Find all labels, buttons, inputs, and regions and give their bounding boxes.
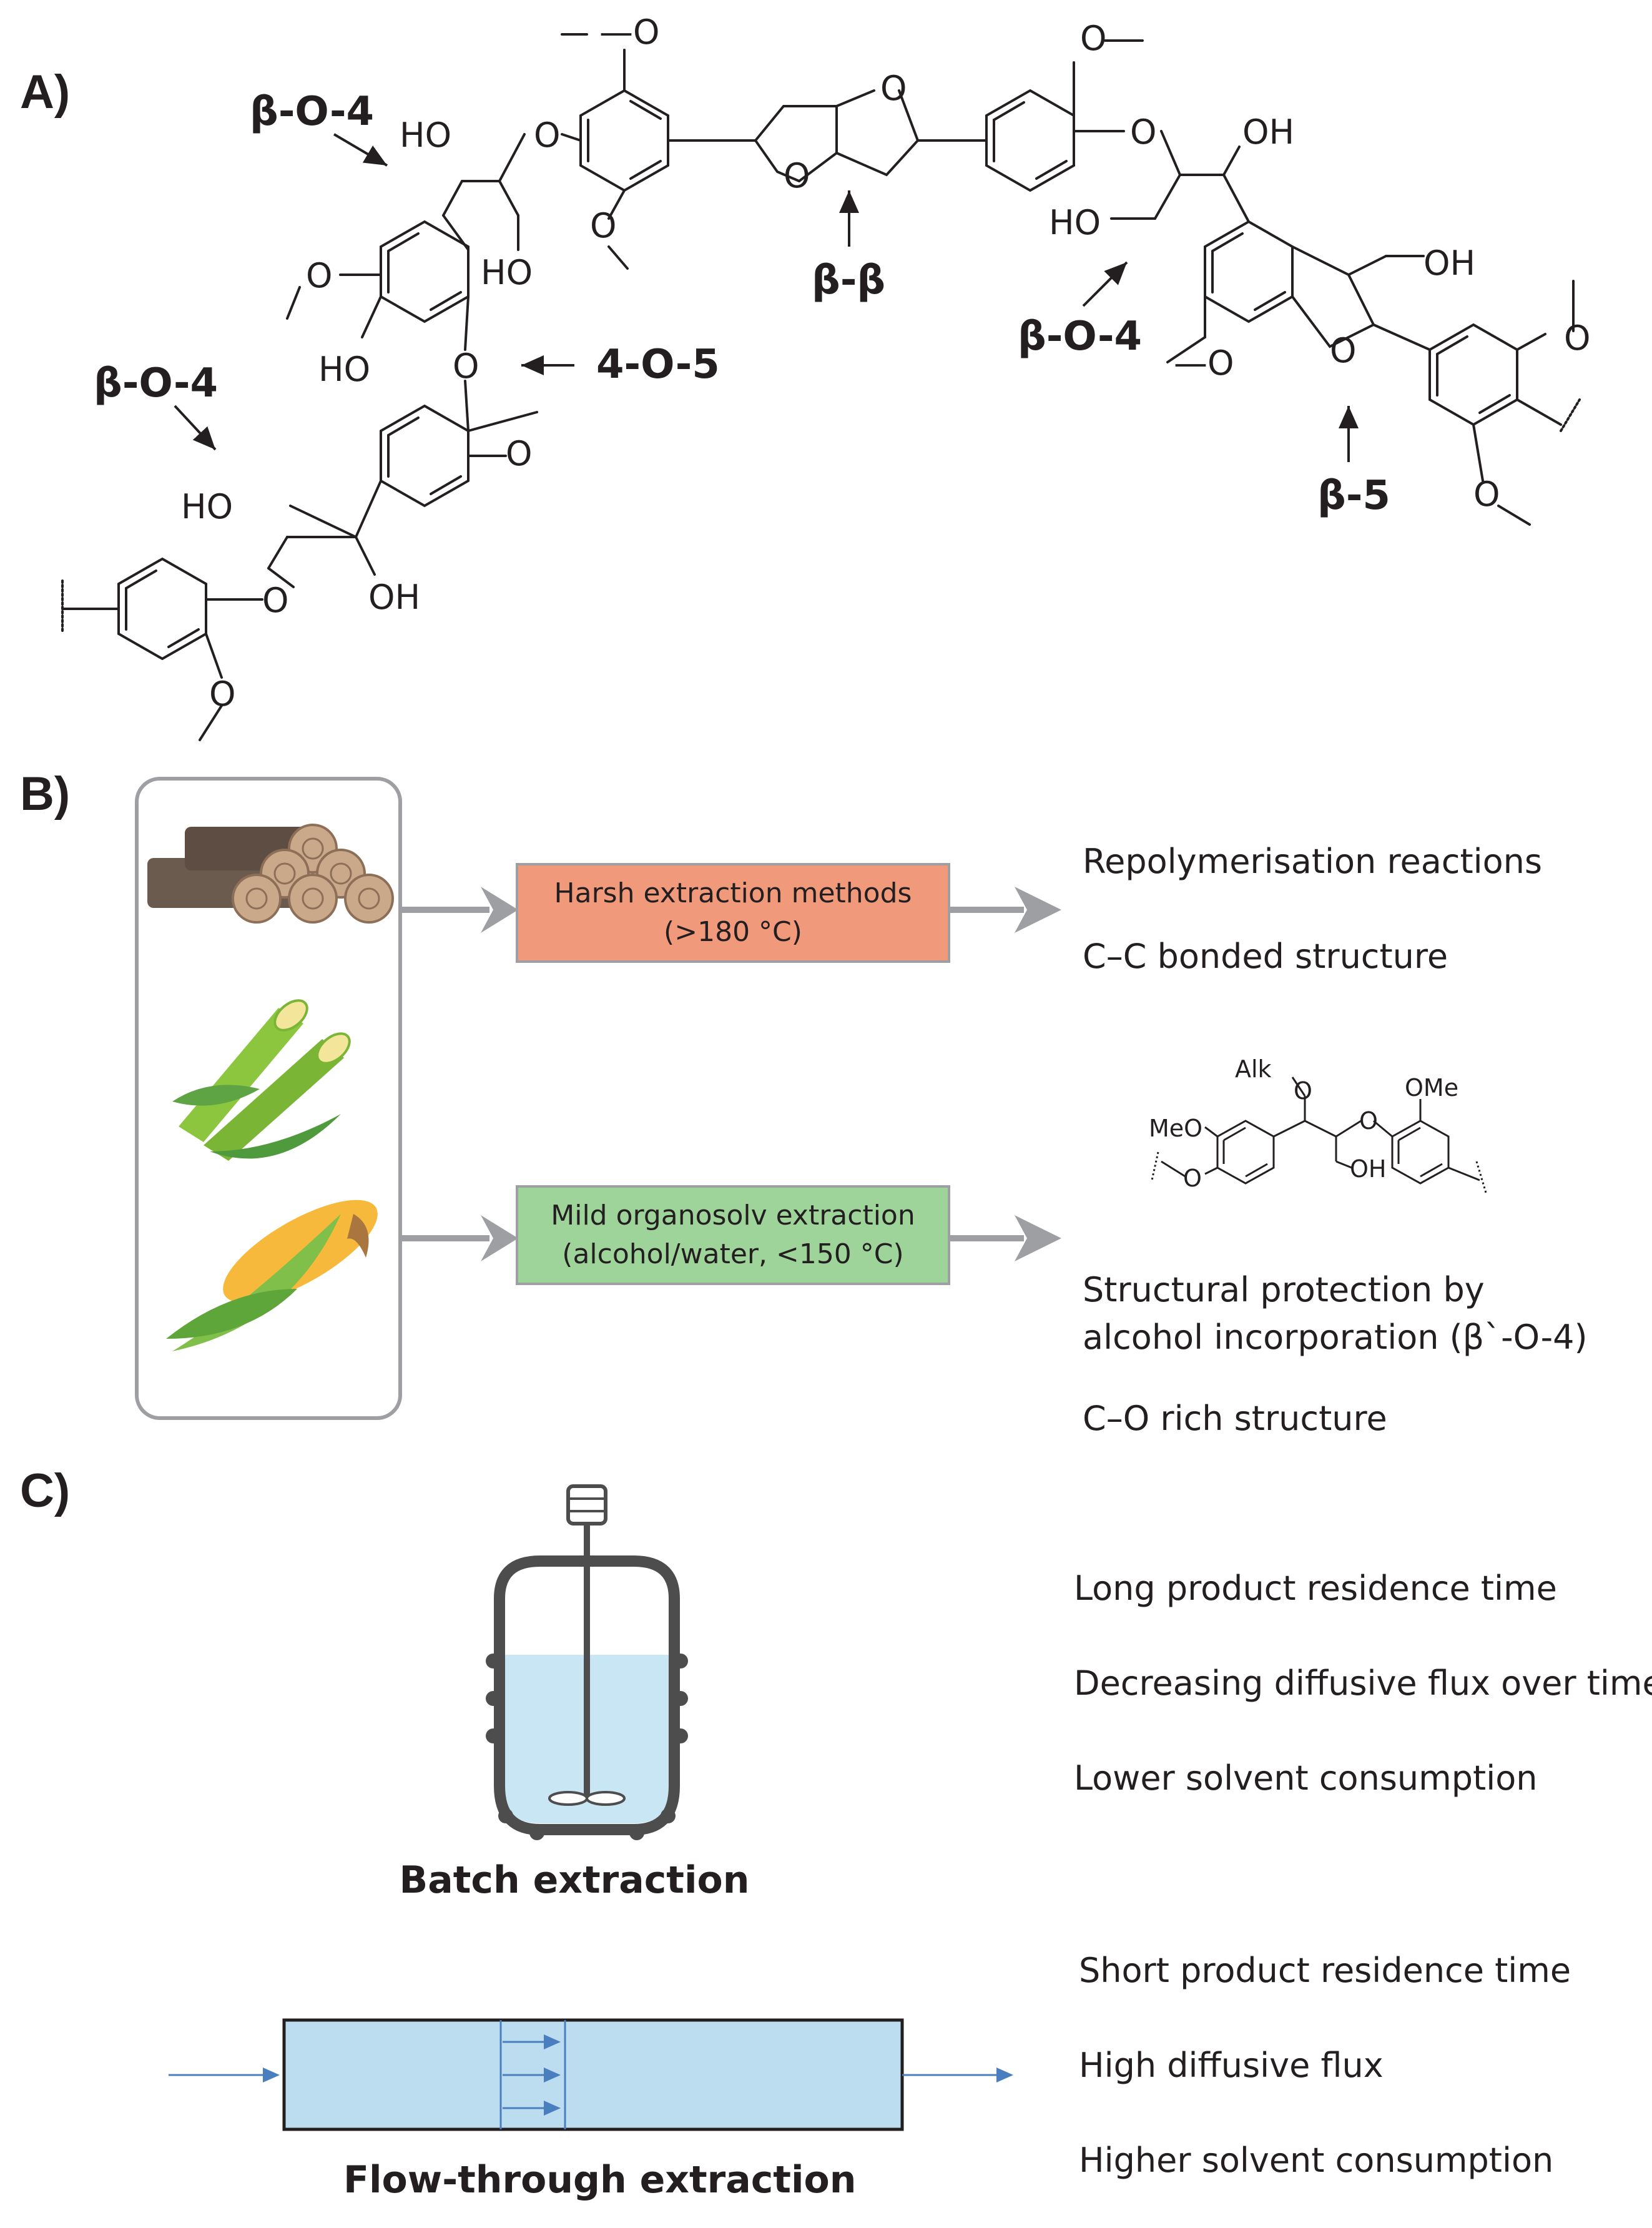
aromatic-ring-4 [1428, 323, 1518, 426]
batch-point-3: Lower solvent consumption [1074, 1758, 1538, 1798]
harsh-box-line2: (>180 °C) [664, 916, 802, 948]
aromatic-ring-3 [1204, 220, 1294, 323]
panel-b-label: B) [20, 767, 71, 821]
svg-text:O: O [1294, 1077, 1312, 1105]
svg-text:O: O [453, 347, 479, 386]
svg-text:OH: OH [1242, 112, 1294, 152]
harsh-outcome-2: C–C bonded structure [1083, 937, 1448, 976]
svg-text:O: O [506, 434, 533, 473]
biomass-icons [147, 824, 394, 1351]
linkage-label-bo4-right: β-O-4 [1018, 313, 1142, 360]
atom-o: O [880, 69, 907, 108]
panel-a-label: A) [20, 66, 71, 119]
atom-o: O [1130, 112, 1157, 152]
svg-text:HO: HO [1049, 203, 1101, 242]
corn-cob-icon [166, 1200, 378, 1351]
batch-extraction-caption: Batch extraction [399, 1858, 750, 1902]
svg-text:OH: OH [1423, 244, 1475, 283]
svg-text:O: O [1564, 318, 1591, 358]
aromatic-ring-1 [579, 89, 669, 192]
batch-point-2: Decreasing diffusive flux over time [1074, 1664, 1652, 1703]
flow-point-1: Short product residence time [1079, 1951, 1571, 1990]
oh-label: OH [1350, 1155, 1386, 1183]
mild-box-line2: (alcohol/water, <150 °C) [562, 1238, 904, 1270]
beta-prime-o4-structure: Alk O OMe MeO O O OH [1149, 1055, 1487, 1193]
wood-logs-icon [147, 824, 394, 924]
panel-b-arrows [402, 887, 1061, 1261]
lignin-structure: —O O O O O O— O OH HO OH O —O O O HO HO … [61, 12, 1591, 741]
harsh-extraction-box: Harsh extraction methods (>180 °C) [516, 863, 950, 963]
mild-box-line1: Mild organosolv extraction [551, 1200, 915, 1231]
flow-extraction-caption: Flow-through extraction [343, 2158, 857, 2202]
linkage-label-beta-5: β-5 [1317, 473, 1390, 519]
sugarcane-icon [172, 999, 351, 1161]
svg-text:O: O [306, 256, 333, 295]
atom-o: O [534, 116, 561, 155]
flow-point-2: High diffusive flux [1079, 2046, 1384, 2085]
svg-text:O: O [1183, 1165, 1202, 1192]
svg-text:HO: HO [181, 487, 233, 526]
svg-text:HO: HO [400, 116, 451, 155]
atom-o: O [590, 206, 617, 245]
linkage-label-4o5: 4-O-5 [596, 342, 720, 388]
svg-text:O: O [1330, 331, 1357, 370]
biomass-container [135, 777, 402, 1420]
aromatic-ring-2 [985, 89, 1075, 192]
svg-text:O: O [262, 581, 289, 620]
svg-text:O: O [1473, 475, 1500, 514]
batch-reactor-icon [486, 1484, 688, 1840]
mild-outcome-line2: alcohol incorporation (β`-O-4) [1083, 1318, 1588, 1357]
svg-text:HO: HO [481, 253, 533, 292]
atom-o: O— [1080, 19, 1141, 58]
atom-o: O [784, 156, 810, 195]
svg-text:—O: —O [1174, 343, 1234, 383]
linkage-label-bo4-top-left: β-O-4 [250, 89, 374, 135]
aromatic-ring-6 [380, 404, 470, 508]
flow-point-3: Higher solvent consumption [1079, 2141, 1554, 2180]
aromatic-ring-5 [380, 220, 470, 323]
harsh-outcome-1: Repolymerisation reactions [1083, 842, 1543, 881]
mild-extraction-box: Mild organosolv extraction (alcohol/wate… [516, 1185, 950, 1285]
linkage-label-beta-beta: β-β [812, 257, 885, 303]
panel-c-label: C) [20, 1464, 71, 1517]
svg-text:OH: OH [368, 578, 420, 617]
meo-label: MeO [1149, 1115, 1202, 1142]
ome-label: OMe [1405, 1074, 1458, 1102]
flow-through-reactor-icon [169, 2018, 1013, 2131]
alk-label: Alk [1235, 1055, 1272, 1083]
harsh-box-line1: Harsh extraction methods [554, 877, 912, 909]
linkage-label-bo4-left: β-O-4 [94, 360, 218, 407]
svg-text:HO: HO [318, 350, 370, 389]
furofuran-bicycle [754, 89, 875, 142]
mild-outcome-structure: C–O rich structure [1083, 1399, 1387, 1438]
svg-text:O: O [209, 674, 236, 714]
aromatic-ring-7 [117, 557, 207, 661]
batch-point-1: Long product residence time [1074, 1569, 1557, 1608]
atom-o: —O [599, 12, 660, 52]
mild-outcome-line1: Structural protection by [1083, 1270, 1485, 1309]
svg-text:O: O [1359, 1107, 1378, 1135]
